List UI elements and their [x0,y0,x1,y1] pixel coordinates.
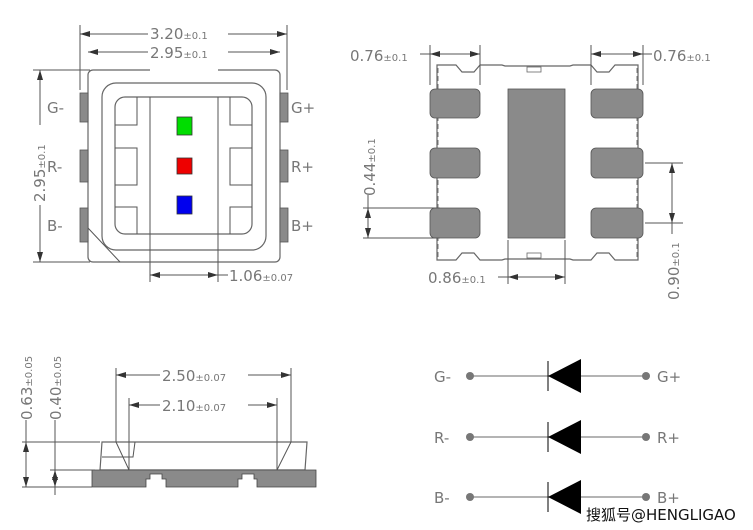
dim-height: 2.95±0.1 [31,144,49,202]
dim-pad-height: 0.44±0.1 [361,138,379,196]
diode-green: G- G+ [434,359,681,393]
dim-width-body: 2.95±0.1 [150,44,208,62]
circuit-label-b-minus: B- [434,489,450,507]
pin-label-g-plus: G+ [291,99,315,117]
dim-width-outer: 3.20±0.1 [150,25,208,43]
dim-top-inner: 2.10±0.07 [162,397,226,415]
circuit-label-g-plus: G+ [657,368,681,386]
circuit-label-r-plus: R+ [657,429,680,447]
diode-red: R- R+ [434,420,680,454]
circuit-label-b-plus: B+ [657,489,680,507]
green-chip [176,116,193,136]
pin-label-g-minus: G- [47,99,64,117]
diode-blue: B- B+ [434,480,680,514]
red-chip [176,157,193,175]
dim-total-height: 0.63±0.05 [18,356,36,420]
top-view: 3.20±0.1 2.95±0.1 2.95±0.1 G- R- B- G+ R… [30,24,315,285]
pin-label-b-minus: B- [47,217,63,235]
side-view: 2.50±0.07 2.10±0.07 0.63±0.05 0.40±0.05 [18,356,317,495]
pin-label-r-plus: R+ [291,158,314,176]
dim-pitch: 0.90±0.1 [665,242,683,300]
dim-center-pad: 0.86±0.1 [428,269,486,287]
dim-pad-right: 0.76±0.1 [653,47,711,65]
dim-top-outer: 2.50±0.07 [162,367,226,385]
center-pad [507,88,566,239]
pin-label-b-plus: B+ [291,217,314,235]
bottom-view: 0.76±0.1 0.76±0.1 0.44±0.1 0.86±0.1 0.90… [350,45,711,300]
circuit-label-g-minus: G- [434,368,451,386]
dim-pad-left: 0.76±0.1 [350,47,408,65]
circuit-diagram: G- G+ R- R+ B- B+ [434,359,681,514]
watermark: 搜狐号@HENGLIGAO [586,506,736,524]
dim-base-height: 0.40±0.05 [47,356,65,420]
blue-chip [176,195,193,215]
dim-chip-span: 1.06±0.07 [229,267,293,285]
pin-label-r-minus: R- [47,158,62,176]
circuit-label-r-minus: R- [434,429,449,447]
